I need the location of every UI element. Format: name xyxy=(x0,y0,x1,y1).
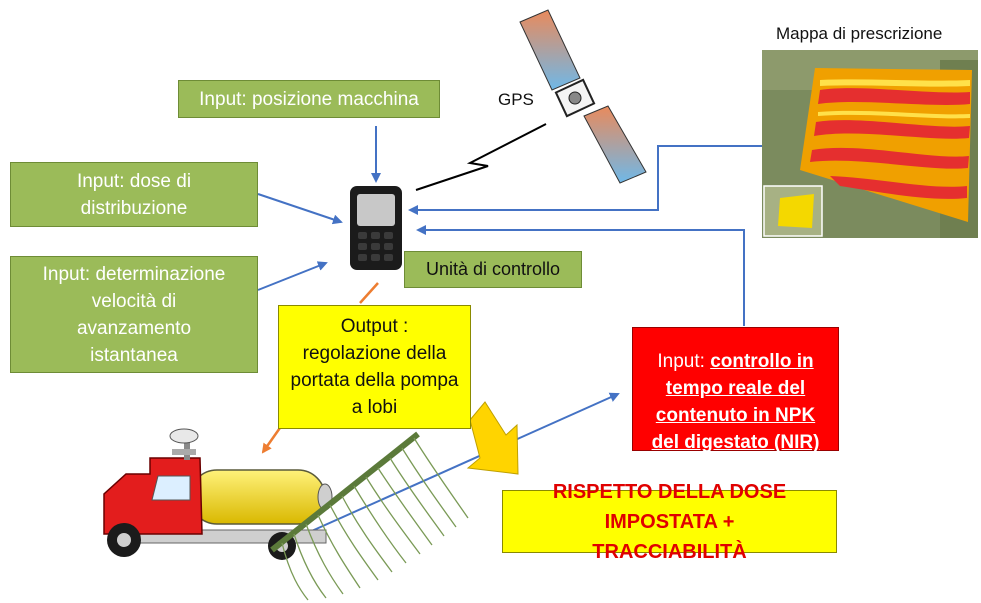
output-box: Output : regolazione della portata della… xyxy=(278,305,471,429)
trailing-hose-boom xyxy=(270,431,469,601)
arrow-output-to-vehicle xyxy=(261,424,284,454)
input-dose-box: Input: dose di distribuzione xyxy=(10,162,258,227)
arrow-dose-to-unit xyxy=(257,193,343,225)
map-title: Mappa di prescrizione xyxy=(776,24,943,43)
satellite-label: GPS xyxy=(498,90,534,109)
result-block-arrow xyxy=(466,401,519,475)
arrow-unit-to-output xyxy=(359,282,379,304)
slurry-tanker-vehicle xyxy=(103,428,333,560)
result-box: RISPETTO DELLA DOSE IMPOSTATA + TRACCIAB… xyxy=(502,481,837,563)
input-position-box: Input: posizione macchina xyxy=(178,80,440,118)
arrow-map-to-unit xyxy=(408,145,762,215)
nir-prefix: Input: xyxy=(657,351,711,372)
control-unit-device xyxy=(350,186,402,270)
control-unit-label: Unità di controllo xyxy=(404,251,582,288)
nir-input-box: Input: controllo in tempo reale del cont… xyxy=(632,327,839,453)
gps-signal-zigzag xyxy=(415,123,547,191)
input-speed-box: Input: determinazione velocità di avanza… xyxy=(10,256,258,373)
satellite-icon xyxy=(519,9,647,184)
arrow-boom-to-nir xyxy=(295,392,620,539)
prescription-map-image xyxy=(762,50,978,238)
arrow-speed-to-unit xyxy=(257,261,328,291)
arrow-nir-to-unit xyxy=(416,225,745,326)
nir-text: controllo in tempo reale del contenuto i… xyxy=(651,351,820,453)
